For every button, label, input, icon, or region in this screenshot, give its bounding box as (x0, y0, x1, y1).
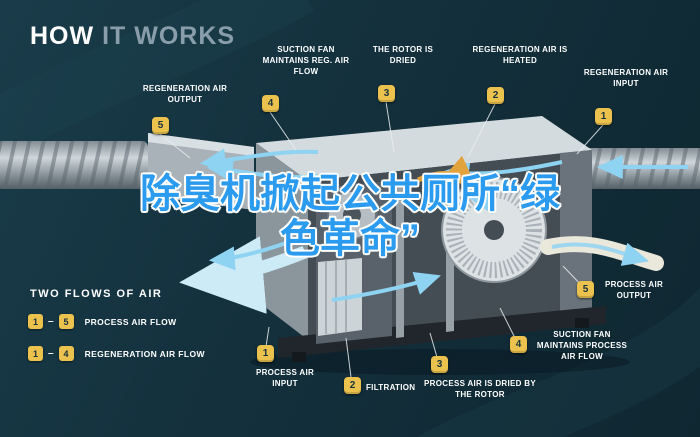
airflow-arrows (179, 148, 688, 314)
label-regeneration-air-input: REGENERATION AIR INPUT (583, 68, 669, 88)
badge-rotor-dried-3: 3 (378, 85, 395, 102)
legend-badge-to: 5 (58, 314, 74, 329)
badge-reg-output-5: 5 (152, 117, 169, 134)
chinese-headline: 除臭机掀起公共厕所“绿 色革命” (0, 172, 700, 262)
badge-process-dried-3: 3 (431, 356, 448, 373)
process-air-output-duct (540, 236, 664, 271)
title-word-how: HOW (30, 22, 95, 50)
legend-dash: – (48, 316, 54, 327)
headline-line2: 色革命” (280, 216, 420, 261)
label-regeneration-air-heated: REGENERATION AIR IS HEATED (472, 45, 568, 65)
label-regeneration-air-output: REGENERATION AIR OUTPUT (142, 84, 228, 104)
legend-badge-from: 1 (28, 346, 43, 361)
badge-process-output-5: 5 (577, 281, 594, 298)
legend-row-process-air: 1 – 5 PROCESS AIR FLOW (28, 314, 177, 329)
label-process-air-dried: PROCESS AIR IS DRIED BY THE ROTOR (424, 379, 536, 399)
machine-interior (316, 174, 547, 344)
legend-badge-to: 4 (58, 346, 74, 361)
badge-reg-input-1: 1 (595, 108, 612, 125)
badge-filtration-2: 2 (344, 377, 361, 394)
legend-label-process: PROCESS AIR FLOW (84, 316, 177, 327)
legend-dash: – (48, 348, 54, 359)
label-process-air-output: PROCESS AIR OUTPUT (604, 280, 664, 300)
label-rotor-is-dried: THE ROTOR IS DRIED (372, 45, 434, 65)
title-word-it-works: IT WORKS (102, 22, 236, 50)
headline-line1: 除臭机掀起公共厕所“绿 (140, 172, 560, 216)
legend-row-regeneration-air: 1 – 4 REGENERATION AIR FLOW (28, 346, 205, 361)
badge-process-fan-4: 4 (510, 336, 527, 353)
legend-label-regeneration: REGENERATION AIR FLOW (84, 348, 205, 359)
legend-badge-from: 1 (28, 314, 43, 329)
badge-reg-fan-4: 4 (262, 95, 279, 112)
page-title: HOW IT WORKS (30, 22, 235, 51)
label-suction-fan-reg: SUCTION FAN MAINTAINS REG. AIR FLOW (262, 45, 350, 76)
legend-title: TWO FLOWS OF AIR (30, 288, 163, 300)
label-filtration: FILTRATION (366, 383, 416, 392)
label-suction-fan-process: SUCTION FAN MAINTAINS PROCESS AIR FLOW (536, 330, 628, 361)
badge-process-input-1: 1 (257, 345, 274, 362)
label-process-air-input: PROCESS AIR INPUT (255, 368, 315, 388)
badge-reg-heated-2: 2 (487, 87, 504, 104)
